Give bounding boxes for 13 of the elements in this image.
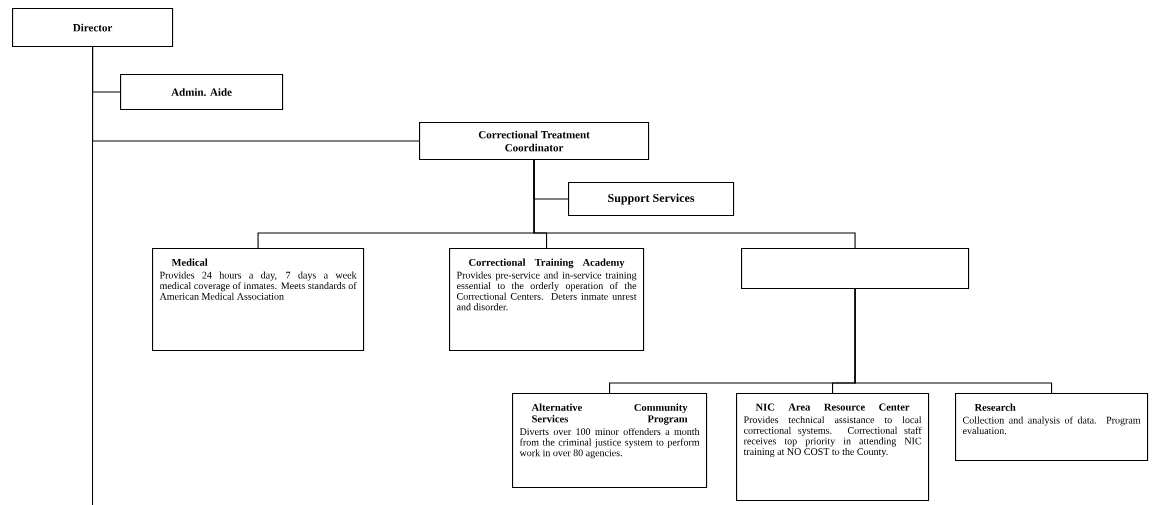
org-box: Research Collection and analysis of data. Program evaluation.	[955, 393, 1149, 462]
org-box: Director	[12, 8, 174, 48]
connector-line	[533, 159, 856, 249]
connector-line	[854, 288, 1053, 394]
org-box: NIC Area Resource Center Provides technical assistance to local correctional systems. Correctional staff receives top priority in attending NIC training at NO COST to the County.	[736, 393, 930, 502]
org-box: Correctional Treatment Coordinator	[419, 122, 650, 161]
org-box: Medical Provides 24 hours a day, 7 days a week medical coverage of inmates. Meets standards of American Medical Association	[152, 248, 365, 352]
org-box: Correctional Training Academy Provides pre-service and in-service training essential to the orderly operation of the Correctional Centers. Deters inmate unrest and disorder.	[449, 248, 645, 352]
empty-box	[741, 248, 970, 290]
org-box: Support Services	[568, 182, 735, 217]
org-box: Admin. Aide	[120, 74, 284, 111]
connector-line	[92, 46, 94, 505]
org-box: Alternative Community Services Program Diverts over 100 minor offenders a month from the criminal justice system to perform work in over 80 agencies.	[512, 393, 708, 489]
